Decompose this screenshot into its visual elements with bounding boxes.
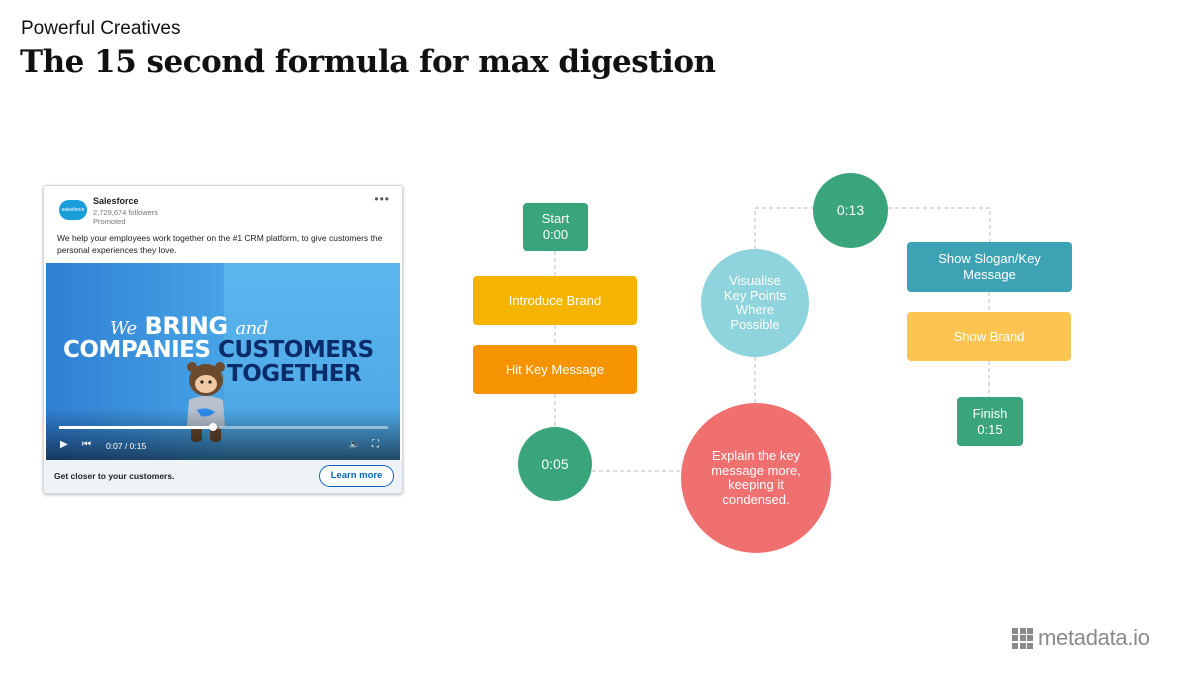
play-icon[interactable]: ▶: [60, 439, 68, 450]
promoted-label: Promoted: [93, 217, 126, 226]
more-options-icon[interactable]: •••: [374, 192, 390, 206]
eyebrow-label: Powerful Creatives: [21, 18, 181, 39]
finish-node: Finish 0:15: [957, 397, 1023, 446]
connector-visualise-013: [754, 207, 814, 250]
finish-time: 0:15: [977, 421, 1003, 437]
connector-013-slogan: [888, 207, 991, 242]
time-005-node: 0:05: [518, 427, 592, 501]
video-timestamp: 0:07 / 0:15: [106, 441, 147, 451]
metadata-brand-logo: metadata.io: [1012, 624, 1150, 652]
salesforce-logo-icon[interactable]: salesforce: [59, 200, 87, 220]
video-word-companies: COMPANIES: [63, 337, 211, 363]
follower-count: 2,729,674 followers: [93, 208, 159, 217]
sponsored-ad-card: salesforce Salesforce 2,729,674 follower…: [43, 185, 403, 494]
brand-wordmark: metadata.io: [1038, 625, 1150, 650]
video-progress-fill: [59, 426, 213, 429]
ad-description: We help your employees work together on …: [57, 233, 383, 255]
start-time: 0:00: [542, 227, 569, 242]
video-word-customers: CUSTOMERS: [217, 337, 374, 363]
video-progress-bar[interactable]: [59, 426, 388, 429]
visualise-key-points-node: Visualise Key Points Where Possible: [701, 249, 809, 357]
fullscreen-icon[interactable]: ⛶: [372, 439, 379, 450]
show-slogan-node: Show Slogan/Key Message: [907, 242, 1072, 292]
company-name[interactable]: Salesforce: [93, 196, 139, 206]
hit-key-message-node: Hit Key Message: [473, 345, 637, 394]
ad-cta-text: Get closer to your customers.: [54, 471, 175, 481]
explain-message-node: Explain the key message more, keeping it…: [681, 403, 831, 553]
page-title: The 15 second formula for max digestion: [20, 44, 716, 80]
skip-back-icon[interactable]: ⏮: [82, 439, 91, 450]
video-headline-line2: COMPANIES CUSTOMERS: [63, 337, 374, 363]
metadata-grid-icon: [1012, 627, 1033, 649]
show-brand-node: Show Brand: [907, 312, 1071, 361]
video-controls-shade: [46, 408, 400, 460]
start-label: Start: [541, 211, 570, 226]
start-node: Start 0:00: [523, 203, 588, 251]
video-progress-handle[interactable]: [208, 423, 217, 431]
introduce-brand-node: Introduce Brand: [473, 276, 637, 325]
video-word-and: and: [235, 318, 268, 339]
learn-more-button[interactable]: Learn more: [319, 465, 394, 487]
video-player[interactable]: We BRING and COMPANIES CUSTOMERS TOGETHE…: [46, 263, 400, 460]
finish-label: Finish: [972, 405, 1008, 421]
video-headline-line3: TOGETHER: [227, 361, 362, 387]
video-word-bring: BRING: [144, 312, 229, 340]
video-word-together: TOGETHER: [227, 361, 362, 387]
volume-icon[interactable]: 🔈: [349, 439, 361, 449]
video-headline-line1: We BRING and: [110, 312, 268, 340]
time-013-node: 0:13: [813, 173, 888, 248]
video-word-we: We: [110, 318, 137, 339]
